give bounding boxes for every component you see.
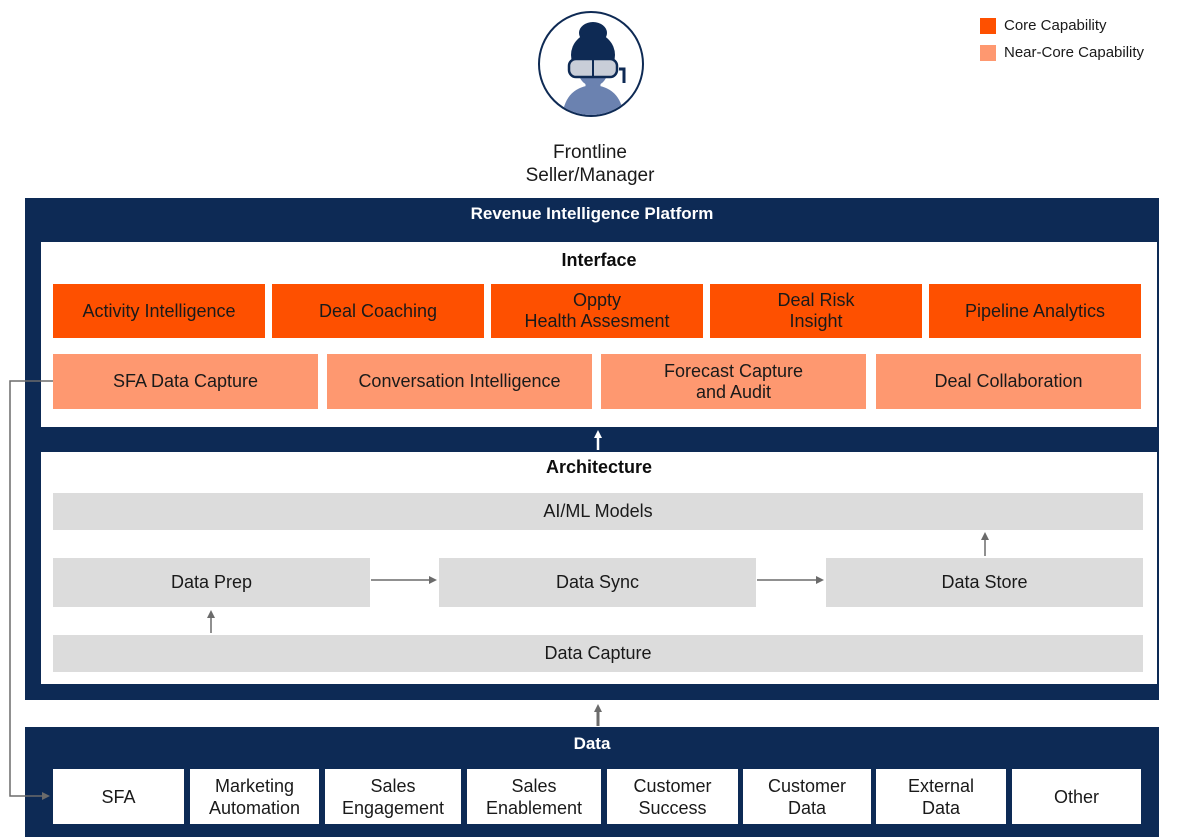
data-capture: Data Capture bbox=[53, 635, 1143, 672]
frontline-seller-avatar-icon bbox=[538, 11, 644, 117]
capability-conversation-intelligence: Conversation Intelligence bbox=[327, 354, 592, 409]
capability-oppty-health-assessment: Oppty Health Assesment bbox=[491, 284, 703, 338]
architecture-title: Architecture bbox=[545, 457, 653, 477]
data-source-marketing-automation: Marketing Automation bbox=[190, 769, 319, 824]
data-layer-title: Data bbox=[573, 734, 611, 753]
capability-activity-intelligence: Activity Intelligence bbox=[53, 284, 265, 338]
data-source-external-data: External Data bbox=[876, 769, 1006, 824]
platform-title: Revenue Intelligence Platform bbox=[470, 204, 714, 223]
data-sync: Data Sync bbox=[439, 558, 756, 607]
data-source-customer-data: Customer Data bbox=[743, 769, 871, 824]
capability-forecast-capture-and-audit: Forecast Capture and Audit bbox=[601, 354, 866, 409]
legend-swatch-near-core bbox=[980, 45, 996, 61]
capability-pipeline-analytics: Pipeline Analytics bbox=[929, 284, 1141, 338]
data-source-sfa: SFA bbox=[53, 769, 184, 824]
data-prep: Data Prep bbox=[53, 558, 370, 607]
data-source-other: Other bbox=[1012, 769, 1141, 824]
persona-caption-line-1: Frontline bbox=[553, 142, 627, 163]
ai-ml-models: AI/ML Models bbox=[53, 493, 1143, 530]
data-source-sales-engagement: Sales Engagement bbox=[325, 769, 461, 824]
capability-sfa-data-capture: SFA Data Capture bbox=[53, 354, 318, 409]
capability-deal-risk-insight: Deal Risk Insight bbox=[710, 284, 922, 338]
data-source-customer-success: Customer Success bbox=[607, 769, 738, 824]
persona-caption-line-2: Seller/Manager bbox=[525, 165, 655, 186]
legend-label-near-core: Near-Core Capability bbox=[1004, 44, 1145, 61]
legend-swatch-core bbox=[980, 18, 996, 34]
capability-deal-coaching: Deal Coaching bbox=[272, 284, 484, 338]
data-store: Data Store bbox=[826, 558, 1143, 607]
persona-caption: Frontline Seller/Manager bbox=[490, 141, 690, 187]
legend-label-core: Core Capability bbox=[1004, 17, 1107, 34]
capability-deal-collaboration: Deal Collaboration bbox=[876, 354, 1141, 409]
interface-title: Interface bbox=[561, 250, 637, 270]
data-source-sales-enablement: Sales Enablement bbox=[467, 769, 601, 824]
